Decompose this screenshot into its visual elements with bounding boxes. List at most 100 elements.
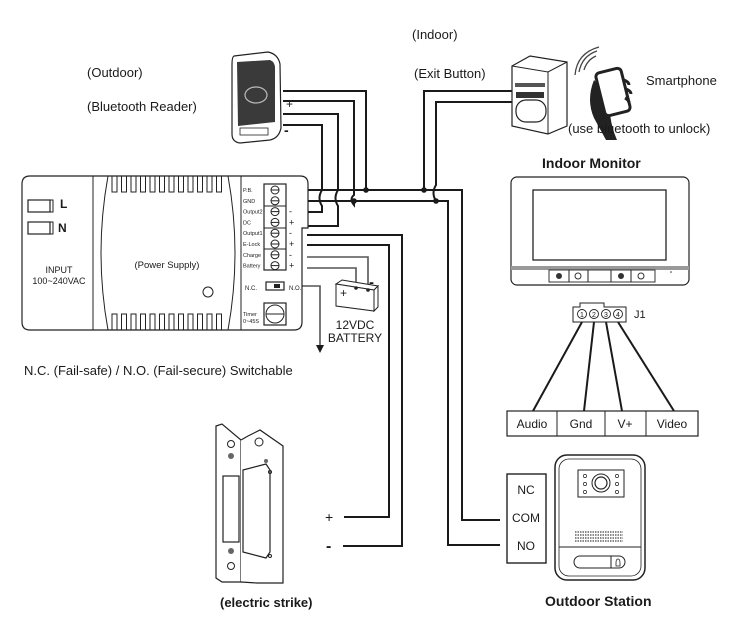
terminal-label: P.B. [243,188,253,194]
fin [159,176,165,193]
fin [121,176,127,193]
strike-plus-label: + [325,509,333,525]
heat-sink-fins-top [111,176,222,193]
fin [197,313,203,330]
call-button[interactable] [573,555,626,569]
terminal-label: DC [243,220,251,226]
fin [121,313,127,330]
monitor-connection-table [506,410,699,437]
terminal-polarity: - [289,228,292,238]
j1-label: J1 [634,309,646,321]
l-label: L [60,197,67,211]
outdoor-station [554,454,646,581]
input-voltage-label: 100~240VAC [32,276,86,286]
monitor-connection-label: V+ [617,417,632,431]
j1-pin [601,309,611,319]
battery [334,279,380,313]
indoor-monitor-title: Indoor Monitor [542,155,641,171]
terminal-polarity: + [289,217,294,227]
power-supply-label: (Power Supply) [135,260,200,271]
j1-wire-gnd [583,321,595,412]
junction-dot [363,187,369,193]
outdoor-label: (Outdoor) [87,65,143,80]
fin [111,176,118,193]
wires [283,90,675,547]
reader-face [237,60,275,126]
electric-strike [215,423,284,584]
monitor-connection-label: Video [657,417,688,431]
reader-plus-label: + [286,97,293,111]
terminal-label: Battery [243,264,261,270]
switch-note: N.C. (Fail-safe) / N.O. (Fail-secure) Sw… [24,363,293,378]
labels: (Outdoor) (Bluetooth Reader) (Indoor) (E… [24,27,717,610]
strike-minus-label: - [326,538,331,555]
exit-button [511,55,568,135]
terminal-polarity: + [289,239,294,249]
bluetooth-reader-label: (Bluetooth Reader) [87,99,197,114]
no-arrow-line [302,285,321,345]
j1-pin [613,309,623,319]
j1-pin-number: 3 [604,312,608,319]
terminal-label: E-Lock [243,242,260,248]
monitor-button-talk[interactable] [556,273,562,279]
monitor-connection-label: Audio [517,417,548,431]
battery-voltage-label: 12VDC [336,318,375,332]
battery-label: BATTERY [328,331,382,345]
reader-wire-1 [283,90,367,190]
nfc-logo-icon [244,86,268,104]
exit-wire-1 [423,90,512,190]
j1-pin [589,309,599,319]
arrow-down-icon [316,345,324,353]
charge-wire [307,256,369,287]
timer-range-label: 0~45S [243,319,259,325]
fin [216,176,222,193]
elock-minus-wire [307,234,403,547]
bell-icon [615,558,621,567]
smartphone-label: Smartphone [646,73,717,88]
j1-connector [572,302,627,323]
exit-label-plate [516,92,544,98]
n-label: N [58,221,67,235]
monitor-connection-label: Gnd [570,417,593,431]
terminal-polarity: + [289,261,294,271]
monitor-button-unlock[interactable] [618,273,624,279]
electric-strike-label: (electric strike) [220,595,313,610]
reader-minus-label: - [284,122,289,138]
monitor-button-power[interactable] [637,272,645,280]
terminal-label: Output1 [243,231,263,237]
battery-minus-label: - [369,274,374,291]
battery-plus-label: + [340,286,347,300]
fin [168,176,175,193]
terminal-label: Charge [243,253,261,259]
fin [187,313,194,330]
fin [178,176,184,193]
gnd-bus [307,200,500,546]
fin [149,313,156,330]
monitor-button-menu[interactable] [574,272,582,280]
fin [149,176,156,193]
battery-wire [307,267,357,288]
timer-label: Timer [243,312,257,318]
input-label: INPUT [46,265,74,275]
junction-dot [351,198,357,204]
fin [168,313,175,330]
exit-push-button [515,99,547,123]
no-label: N.O. [289,286,302,292]
pb-bus [307,189,500,521]
elock-plus-wire [307,244,390,518]
relay-terminal-box [506,473,547,564]
speaker-grille [575,531,623,542]
strike-keeper [242,463,271,559]
j1-pin-number: 2 [592,312,596,319]
heat-sink-fins-bottom [111,313,222,330]
fin [130,313,137,330]
relay-terminal-label: COM [512,511,540,525]
terminal-polarity: - [289,207,292,217]
reader-wire-2 [283,100,355,208]
relay-terminal-label: NO [517,539,535,553]
fin [159,313,165,330]
fin [140,313,146,330]
l-terminal [27,199,51,213]
